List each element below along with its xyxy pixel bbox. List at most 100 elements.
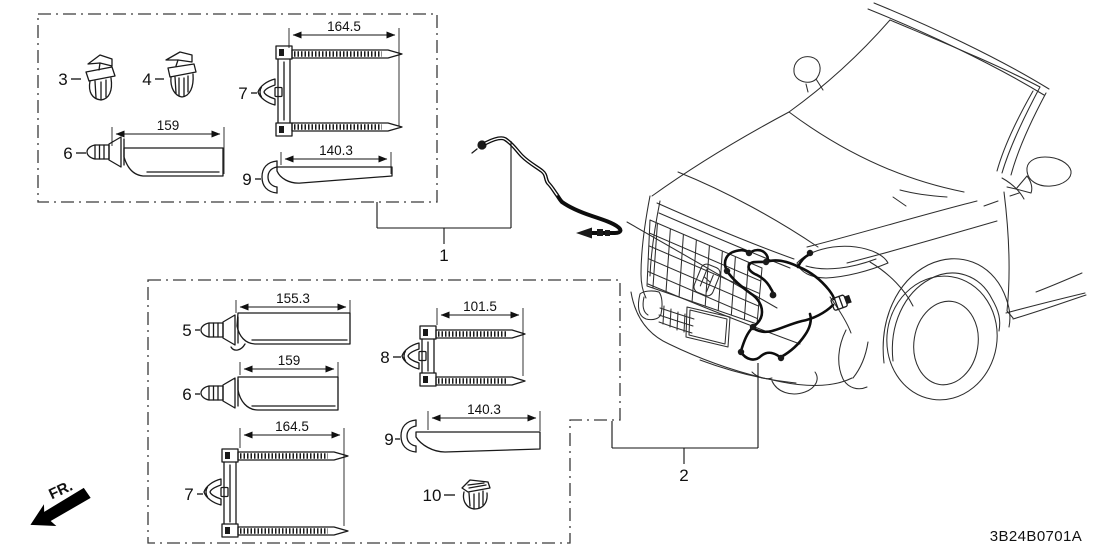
tie-bracket [223,461,237,525]
part-item-9-top: 9 140.3 [242,143,393,194]
cable-tie-band [291,122,403,132]
a-pillar [996,90,1034,172]
ring-clip-icon [261,160,278,194]
dimension-101-5: 101.5 [436,299,524,376]
part-ref-label-9[interactable]: 9 [384,430,393,449]
cable-tie-band [237,451,349,461]
part-ref-label-10[interactable]: 10 [423,486,442,505]
tie-pad-slot [279,49,284,56]
bumper-side [829,296,852,334]
a-pillar [1001,86,1041,174]
front-tire [886,275,998,401]
connector-dot [777,354,785,362]
front-corner [649,200,661,277]
harness-2-drawing [723,248,852,362]
diagram-code: 3B24B0701A [990,528,1082,545]
tie-pad-slot [423,376,428,383]
connector-dot [762,258,770,266]
dimension-155-3: 155.3 [235,291,351,341]
part-ref-label-7[interactable]: 7 [184,485,193,504]
harness-cable [484,136,564,204]
side-mirror [1026,156,1072,187]
part-ref-label-6[interactable]: 6 [63,144,72,163]
part-item-3: 3 [58,54,116,101]
far-side-mirror [793,56,824,93]
dimension-140-3: 140.3 [280,143,392,174]
arrow-end [576,227,592,239]
callout-2-label[interactable]: 2 [679,466,688,485]
parts-box-bottom [147,279,621,544]
callout-1: 1 [376,141,512,265]
cable-tie-band [291,49,403,59]
part-ref-label-8[interactable]: 8 [380,348,389,367]
tie-pad-slot [225,452,230,459]
wheel-rim [913,300,979,386]
dimension-value: 101.5 [463,299,497,314]
rocker-line [1005,292,1086,314]
connector-dot [806,249,814,257]
cable-tie-band [435,376,526,386]
tie-bracket [421,338,435,374]
harness-1-drawing [471,136,623,239]
connector-dot [749,323,757,331]
part-item-4: 4 [142,51,197,98]
dimension-159: 159 [111,118,225,174]
tie-strap [237,376,339,411]
tie-strap-curl [230,343,246,351]
callout-1-label[interactable]: 1 [439,246,448,265]
belt-line-dash [983,200,999,207]
mirror-mount [1006,175,1033,197]
tie-strap [415,431,541,453]
door-top [1001,177,1025,200]
part-item-9-bottom: 9 140.3 [384,402,541,453]
windshield-top [889,19,1041,88]
dimension-value: 140.3 [467,402,501,417]
part-ref-label-4[interactable]: 4 [142,70,151,89]
parts-box-top [37,13,438,203]
hood-lip [658,212,791,269]
connector-dot [769,291,777,299]
vehicle-line-art [630,2,1087,401]
dimension-164-5-b: 164.5 [239,419,345,526]
cable-tie-band [237,526,349,536]
arch-front-lip [838,329,869,390]
hood-crease [677,171,819,248]
part-item-8: 8 101.5 [380,299,526,387]
part-ref-label-9[interactable]: 9 [242,170,251,189]
cable-tie-band [435,329,526,339]
tie-pad-slot [423,329,428,336]
windshield-left [788,19,891,113]
a-pillar [1010,92,1047,176]
push-pin-icon [200,377,239,409]
clip-fastener-icon [85,54,116,101]
dimension-value: 159 [278,353,301,368]
bumper-lip [699,359,797,384]
clip-fastener-icon [165,51,197,98]
belt-line [846,220,998,264]
cowl-wiper [892,189,948,207]
part-ref-label-5[interactable]: 5 [182,321,191,340]
fender-line [869,261,914,307]
hood-edge [651,111,790,197]
barrel-connector [830,294,852,311]
rocker-line [1012,294,1087,320]
belt-line [806,200,978,248]
tie-strap [236,312,351,345]
tie-pad-slot [225,527,230,534]
part-ref-label-6[interactable]: 6 [182,385,191,404]
part-ref-label-7[interactable]: 7 [238,84,247,103]
push-pin-icon [86,136,125,168]
part-ref-label-3[interactable]: 3 [58,70,67,89]
connector-dot [723,267,731,275]
part-item-7-top: 7 164.5 [238,19,403,137]
dimension-140-3-b: 140.3 [427,402,541,431]
wheel-arch-inner [891,272,1001,362]
tow-hook-arc [751,371,773,380]
part-item-7-bottom: 7 164.5 [184,419,349,538]
dimension-value: 164.5 [275,419,309,434]
ring-clip-icon [400,419,417,453]
dimension-value: 140.3 [319,143,353,158]
push-pin-icon [200,314,239,346]
